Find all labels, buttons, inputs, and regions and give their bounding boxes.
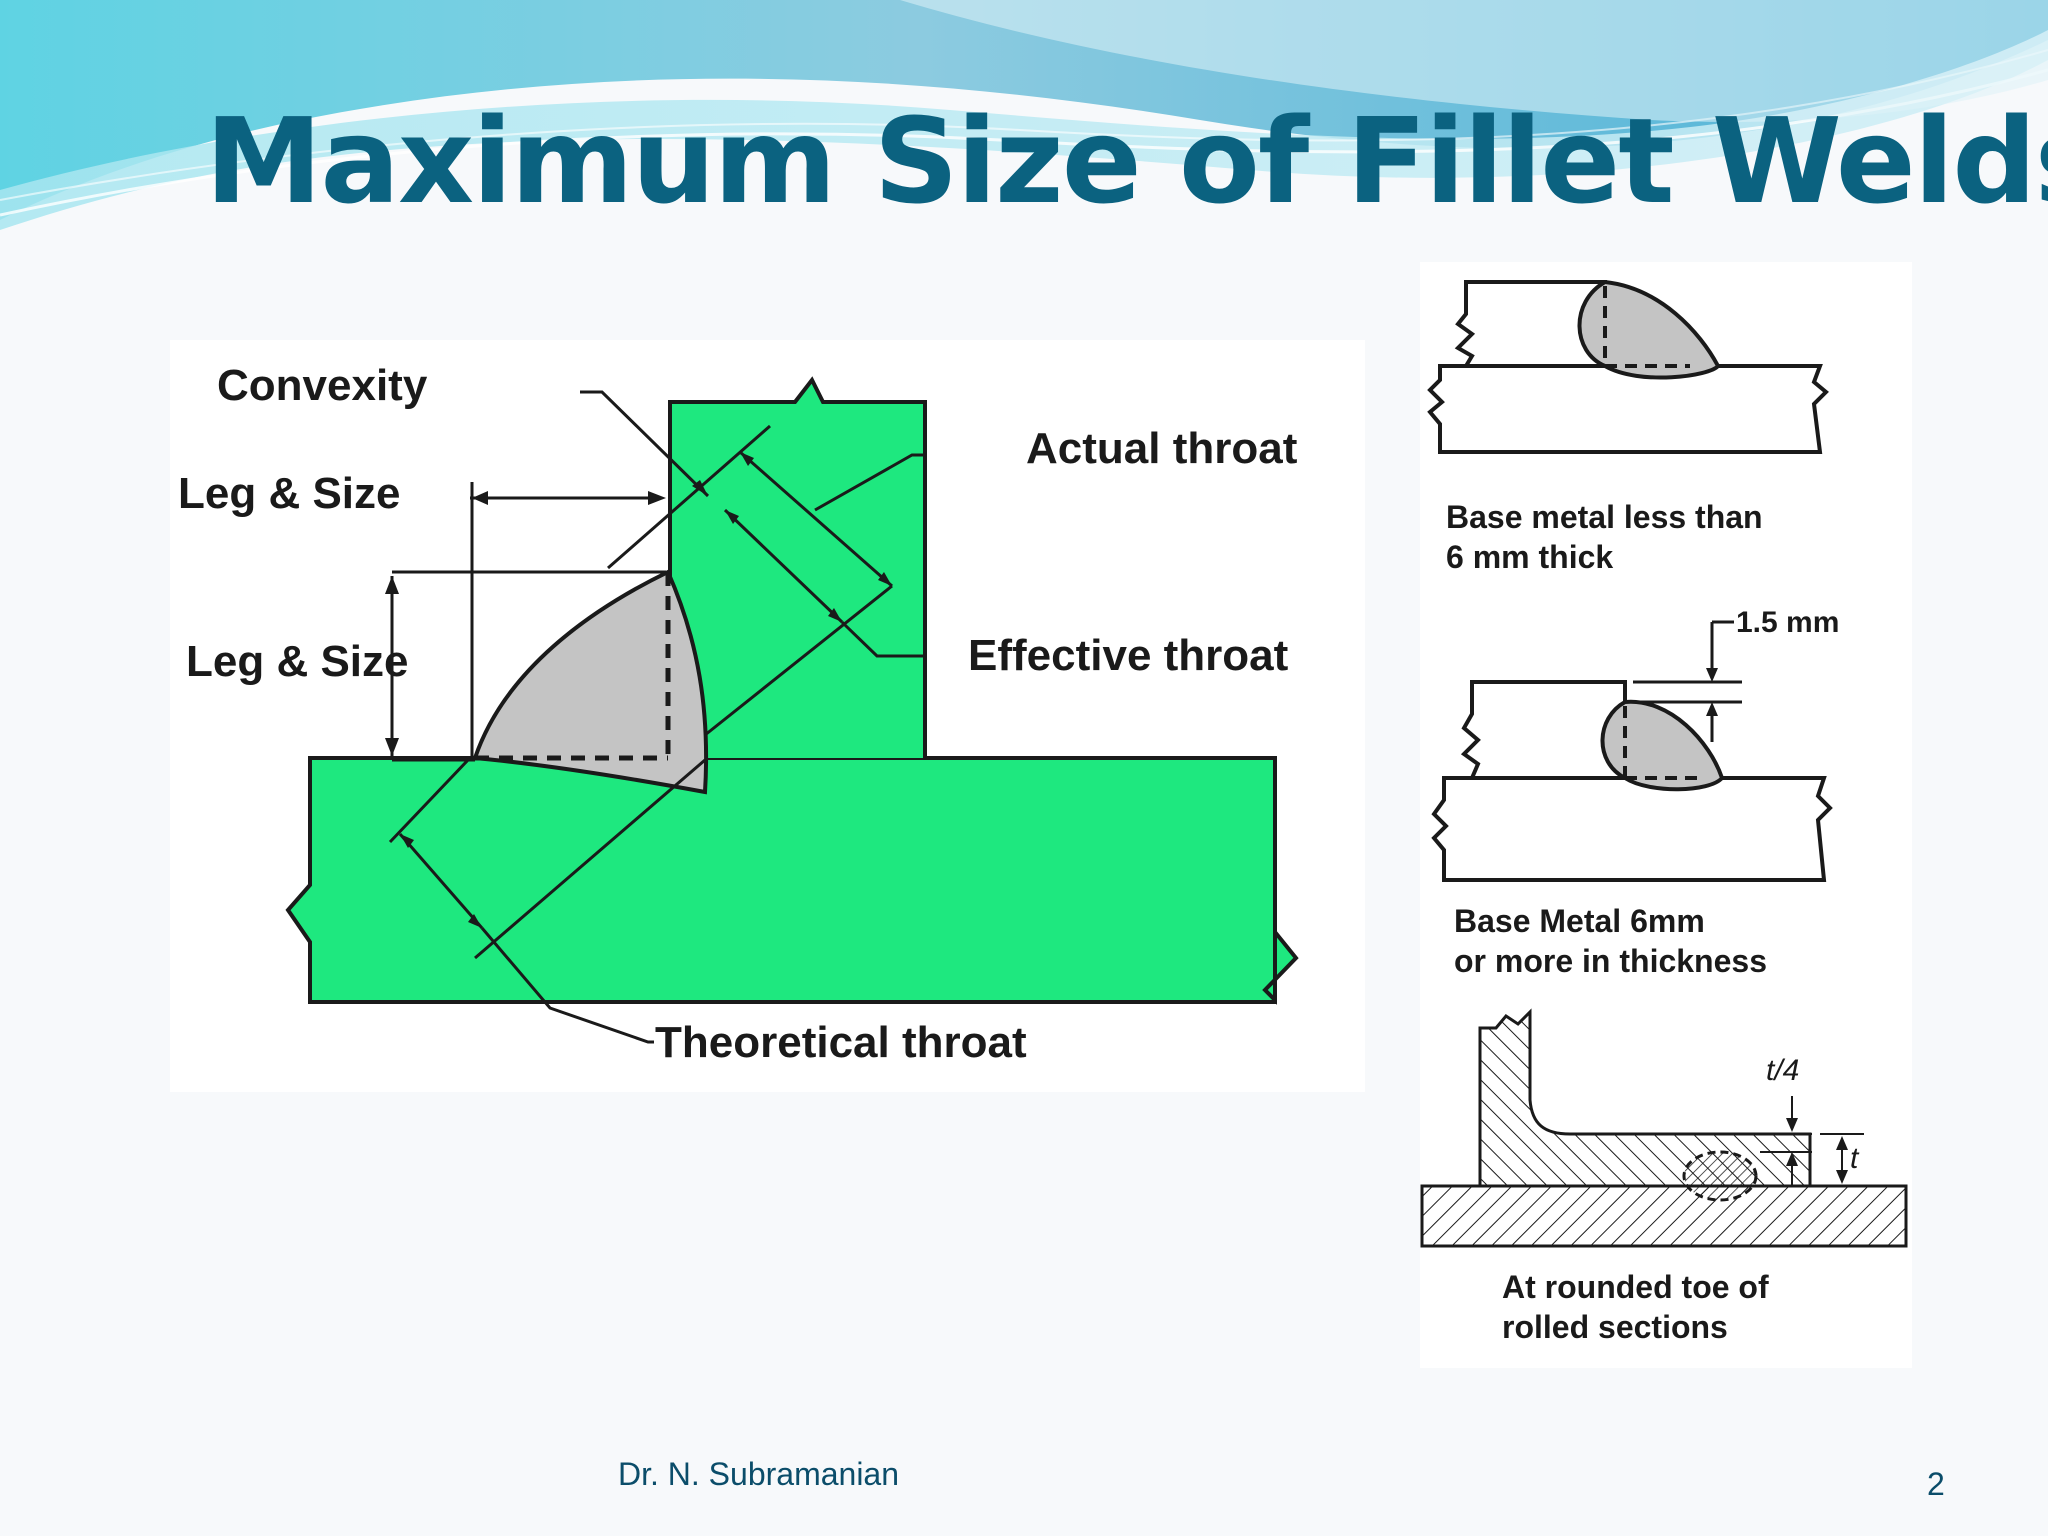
weld-bead-3: [1682, 1150, 1758, 1202]
lap-weld-thin-diagram: Base metal less than 6 mm thick: [1427, 279, 1829, 575]
caption-3-line1: At rounded toe of: [1502, 1269, 1769, 1305]
page-number: 2: [1927, 1466, 1945, 1502]
side-diagram-2-panel: 1.5 mm Base Metal 6mm or more in thickne…: [1420, 602, 1912, 1000]
effective-throat-leader: [840, 620, 925, 658]
base-plate: [285, 756, 1299, 1005]
caption-2-line2: or more in thickness: [1454, 943, 1767, 979]
label-actual-throat: Actual throat: [1026, 424, 1298, 473]
label-theoretical-throat: Theoretical throat: [655, 1018, 1027, 1067]
caption-1-line2: 6 mm thick: [1446, 539, 1613, 575]
label-leg-size-left: Leg & Size: [186, 637, 409, 686]
label-convexity: Convexity: [217, 361, 428, 410]
footer-author: Dr. N. Subramanian: [618, 1456, 900, 1492]
dimension-t: t: [1850, 1142, 1860, 1175]
lap-weld-thick-diagram: 1.5 mm Base Metal 6mm or more in thickne…: [1431, 606, 1839, 979]
wave-banner: [0, 0, 2048, 230]
dimension-1-5mm: 1.5 mm: [1736, 606, 1839, 639]
weld-bead: [472, 569, 709, 795]
caption-1-line1: Base metal less than: [1446, 499, 1763, 535]
fillet-weld-diagram: Convexity Leg & Size Leg & Size Actual t…: [178, 361, 1299, 1067]
weld-bead-2: [1600, 699, 1725, 792]
caption-2-line1: Base Metal 6mm: [1454, 903, 1705, 939]
rolled-angle: [1478, 1008, 1812, 1188]
base-plate-3: [1420, 1184, 1908, 1248]
stem-plate: [668, 376, 927, 758]
label-leg-size-top: Leg & Size: [178, 469, 401, 518]
label-effective-throat: Effective throat: [968, 631, 1289, 680]
side-diagram-1-panel: Base metal less than 6 mm thick: [1420, 262, 1912, 602]
slide-title: Maximum Size of Fillet Welds: [205, 92, 2048, 230]
dimension-t-quarter: t/4: [1766, 1054, 1799, 1087]
weld-bead-1: [1577, 279, 1721, 380]
rolled-section-diagram: t/4 t At rounded toe of rolled sections: [1420, 1008, 1908, 1345]
actual-throat-leader: [814, 453, 925, 512]
side-diagram-3-panel: t/4 t At rounded toe of rolled sections: [1420, 1000, 1912, 1368]
theoretical-throat-leader: [480, 927, 654, 1044]
convexity-leader: [580, 390, 710, 498]
caption-3-line2: rolled sections: [1502, 1309, 1728, 1345]
main-diagram-panel: Convexity Leg & Size Leg & Size Actual t…: [170, 340, 1365, 1092]
